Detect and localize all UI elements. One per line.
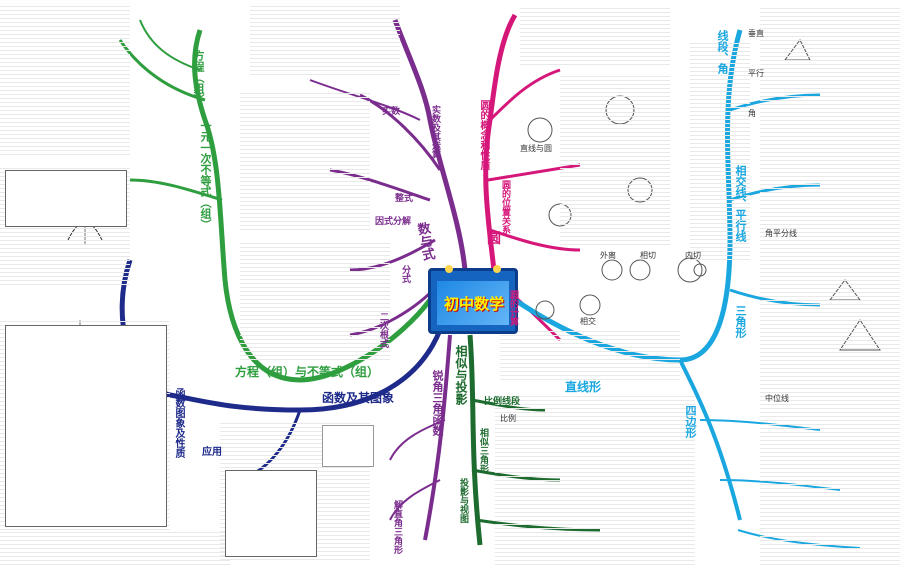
branch-line-circle — [483, 13, 518, 281]
branch-label-quadrilateral: 四边形 — [684, 405, 697, 438]
branch-label-functions: 函数及其图象 — [322, 391, 395, 405]
branch-label-similar: 相似与投影 — [454, 345, 468, 405]
notes-block-numbers-low — [240, 240, 390, 360]
branch-label-circle: 圆 — [487, 231, 501, 247]
notes-block-similar — [495, 395, 695, 565]
function-type-table — [5, 325, 167, 527]
trig-triangle-diagram — [322, 425, 374, 467]
branch-label-real-numbers: 实数 — [382, 107, 401, 117]
label-parallel: 平行 — [748, 69, 764, 78]
notes-block-circle-mid — [560, 75, 670, 245]
binder-ring-icon — [493, 265, 501, 273]
branch-label-trig-solution: 解直角三角形 — [392, 500, 402, 554]
branch-label-proportional: 比例线段 — [484, 397, 521, 407]
center-screen — [437, 281, 509, 325]
branch-label-right-triangle: 三角形 — [734, 305, 747, 338]
label-tangent: 相切 — [640, 251, 656, 260]
branch-line-equations — [192, 29, 432, 383]
branch-label-linear-inequality: 一元一次不等式（组） — [199, 120, 212, 230]
branch-label-factorization: 因式分解 — [375, 217, 412, 227]
center-node: 初中数学 — [428, 265, 518, 334]
label-midline: 中位线 — [765, 394, 789, 403]
branch-label-equations: 方程（组）与不等式（组） — [235, 365, 380, 379]
branch-line-numbers — [392, 19, 468, 271]
notes-block-straight-right — [760, 5, 900, 565]
label-angle: 角 — [748, 109, 756, 118]
branch-label-lines-angles: 线段、角 — [716, 30, 729, 74]
branch-label-real-numbers-ops: 实数及其运算 — [430, 105, 440, 159]
branch-label-integral: 整式 — [395, 194, 414, 204]
branch-label-projection: 投影与视图 — [458, 478, 468, 523]
label-intersect: 相交 — [580, 317, 596, 326]
label-external: 外离 — [600, 251, 616, 260]
linear-inequality-table — [5, 170, 127, 227]
label-inscribed: 内切 — [685, 251, 701, 260]
branch-label-application: 应用 — [202, 447, 222, 458]
label-bisector: 角平分线 — [765, 229, 797, 238]
center-title: 初中数学 — [443, 295, 504, 313]
notes-block-numbers-mid — [240, 90, 370, 230]
branch-label-circle-calc: 圆的计算 — [508, 290, 518, 326]
label-ratio: 比例 — [500, 414, 516, 423]
branch-label-straight-line: 直线形 — [565, 380, 602, 394]
branch-label-parallel-lines: 相交线、平行线 — [734, 165, 747, 242]
branch-label-radical: 二次根式 — [378, 312, 388, 348]
notes-block-numbers-top — [250, 5, 400, 75]
branch-label-similar-triangle: 相似三角形 — [478, 428, 488, 473]
branch-label-function-props: 函数图象及性质 — [173, 388, 184, 458]
branch-line-similar — [467, 334, 483, 546]
label-relations: 直线与圆 — [520, 144, 552, 153]
branch-label-trig: 锐角三角函数 — [431, 370, 444, 436]
notes-block-functions-bottom — [0, 530, 230, 565]
branch-label-equations-group: 方程（组） — [192, 50, 205, 105]
notes-block-circle-top — [520, 5, 670, 65]
branch-line-trig — [423, 334, 452, 541]
trig-value-table — [225, 470, 317, 557]
notes-block-equations-left — [0, 5, 130, 155]
notes-block-circle-low — [500, 330, 680, 380]
binder-ring-icon — [445, 265, 453, 273]
label-perpendicular: 垂直 — [748, 29, 764, 38]
notes-block-straight-mid — [690, 40, 750, 260]
branch-label-circle-concepts: 圆的概念和性质 — [478, 100, 489, 170]
branch-label-fraction: 分式 — [400, 265, 410, 283]
branch-label-circle-position: 圆的位置关系 — [500, 180, 510, 234]
